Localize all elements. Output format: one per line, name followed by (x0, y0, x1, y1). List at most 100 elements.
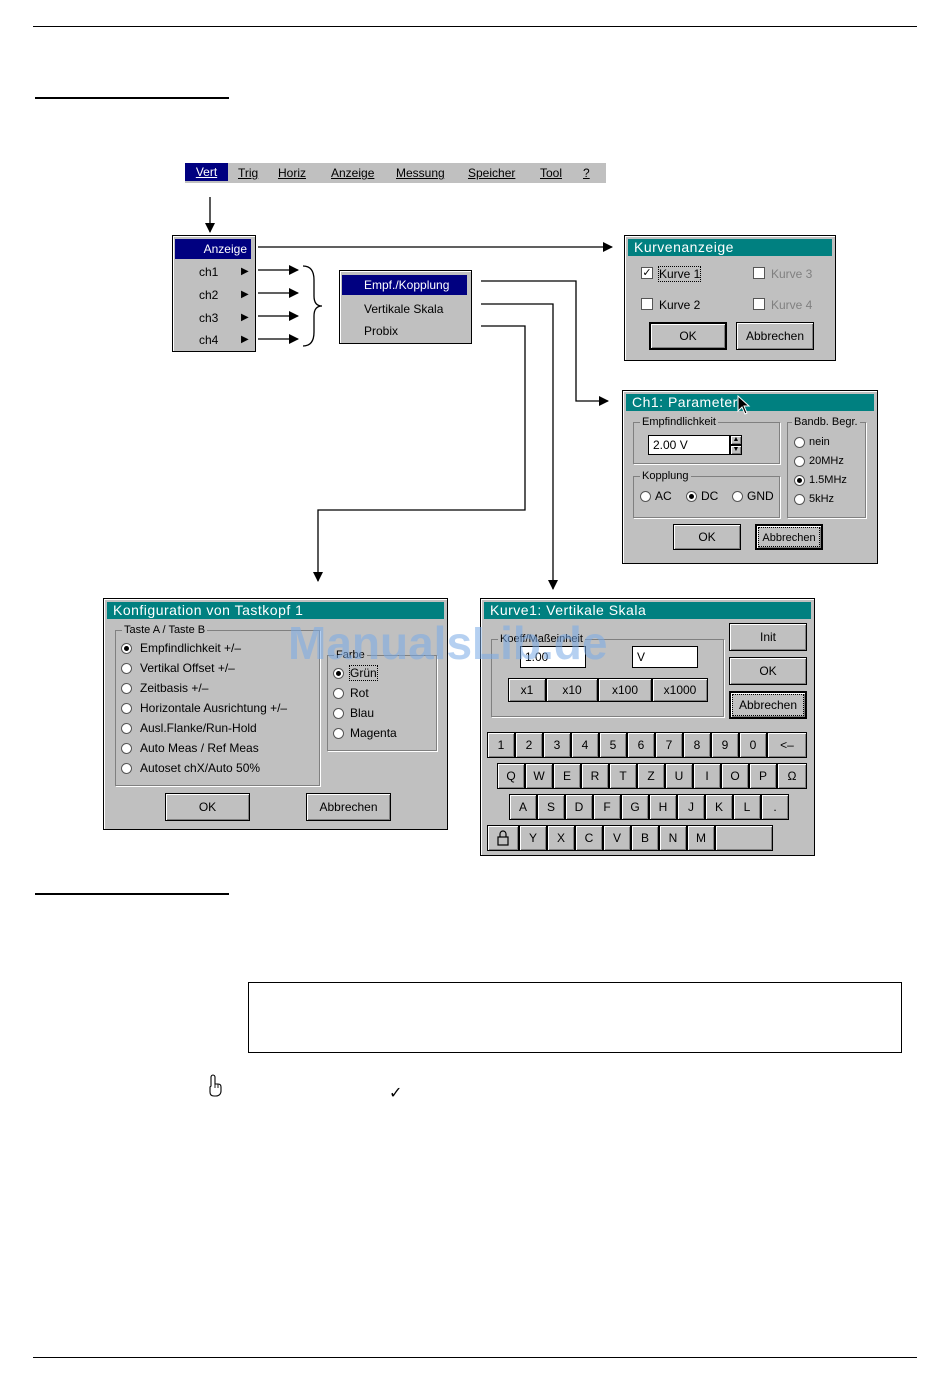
color-blau-radio[interactable] (333, 708, 344, 719)
spin-down-button[interactable]: ▼ (730, 445, 742, 455)
key[interactable]: T (609, 763, 637, 789)
key[interactable]: 3 (543, 732, 571, 758)
cancel-button[interactable]: Abbrechen (306, 793, 391, 821)
multiplier-x1-button[interactable]: x1 (508, 678, 546, 702)
menu-help[interactable]: ? (583, 166, 590, 180)
key[interactable]: 1 (487, 732, 515, 758)
spin-up-button[interactable]: ▲ (730, 435, 742, 445)
key[interactable]: X (547, 825, 575, 851)
coefficient-field[interactable]: 1.00 (520, 646, 586, 668)
menu-trig[interactable]: Trig (238, 166, 259, 180)
key[interactable]: L (733, 794, 761, 820)
bw-nein-radio[interactable] (794, 437, 805, 448)
key[interactable]: 9 (711, 732, 739, 758)
submenu-vertikale-skala[interactable]: Vertikale Skala (364, 302, 444, 316)
kurve-4-label: Kurve 4 (771, 298, 813, 312)
key[interactable]: J (677, 794, 705, 820)
vert-item-anzeige[interactable]: Anzeige (175, 239, 251, 259)
key[interactable]: 2 (515, 732, 543, 758)
key[interactable]: A (509, 794, 537, 820)
submenu-empf-kopplung[interactable]: Empf./Kopplung (342, 275, 467, 295)
key[interactable]: E (553, 763, 581, 789)
key[interactable]: B (631, 825, 659, 851)
sensitivity-field[interactable]: 2.00 V (648, 435, 730, 455)
key[interactable]: U (665, 763, 693, 789)
kurve-1-checkbox[interactable]: ✓ (641, 267, 653, 279)
bw-1-5mhz-radio[interactable] (794, 475, 805, 486)
key[interactable]: 7 (655, 732, 683, 758)
bw-5khz-radio[interactable] (794, 494, 805, 505)
unit-field[interactable]: V (632, 646, 698, 668)
option-radio[interactable] (121, 743, 132, 754)
kurve-4-checkbox[interactable] (753, 298, 765, 310)
option-radio[interactable] (121, 723, 132, 734)
vert-item-ch2[interactable]: ch2 (199, 288, 219, 302)
option-radio[interactable] (121, 763, 132, 774)
key[interactable]: 0 (739, 732, 767, 758)
vert-item-ch4[interactable]: ch4 (199, 333, 219, 347)
key[interactable]: Y (519, 825, 547, 851)
color-gruen-radio[interactable] (333, 668, 344, 679)
menu-horiz[interactable]: Horiz (278, 166, 307, 180)
multiplier-x100-button[interactable]: x100 (598, 678, 652, 702)
key[interactable]: N (659, 825, 687, 851)
key[interactable]: R (581, 763, 609, 789)
option-radio[interactable] (121, 643, 132, 654)
key[interactable]: C (575, 825, 603, 851)
key[interactable]: 5 (599, 732, 627, 758)
option-radio[interactable] (121, 663, 132, 674)
key[interactable]: Z (637, 763, 665, 789)
coupling-gnd-radio[interactable] (732, 491, 743, 502)
key[interactable]: H (649, 794, 677, 820)
option-radio[interactable] (121, 683, 132, 694)
cancel-button[interactable]: Abbrechen (736, 322, 814, 350)
key[interactable]: S (537, 794, 565, 820)
option-radio[interactable] (121, 703, 132, 714)
menu-tool[interactable]: Tool (540, 166, 563, 180)
ok-button[interactable]: OK (673, 524, 741, 550)
init-button[interactable]: Init (729, 623, 807, 651)
space-key[interactable] (715, 825, 773, 851)
key[interactable]: O (721, 763, 749, 789)
key[interactable]: F (593, 794, 621, 820)
coupling-ac-radio[interactable] (640, 491, 651, 502)
key[interactable]: P (749, 763, 777, 789)
kurve-3-checkbox[interactable] (753, 267, 765, 279)
key[interactable]: Ω (777, 763, 807, 789)
bw-20mhz-radio[interactable] (794, 456, 805, 467)
color-magenta-radio[interactable] (333, 728, 344, 739)
caps-lock-key[interactable] (487, 825, 519, 851)
key[interactable]: K (705, 794, 733, 820)
key[interactable]: V (603, 825, 631, 851)
kurve-2-checkbox[interactable] (641, 298, 653, 310)
menu-speicher[interactable]: Speicher (468, 166, 516, 180)
key[interactable]: 4 (571, 732, 599, 758)
menu-vert[interactable]: Vert (185, 163, 228, 181)
menu-messung[interactable]: Messung (396, 166, 445, 180)
cancel-button[interactable]: Abbrechen (729, 691, 807, 719)
vert-item-ch1[interactable]: ch1 (199, 265, 219, 279)
key[interactable]: 6 (627, 732, 655, 758)
color-rot-radio[interactable] (333, 688, 344, 699)
key[interactable]: I (693, 763, 721, 789)
key[interactable]: Q (497, 763, 525, 789)
menu-anzeige[interactable]: Anzeige (331, 166, 375, 180)
key[interactable]: M (687, 825, 715, 851)
multiplier-x1000-button[interactable]: x1000 (652, 678, 708, 702)
ok-button[interactable]: OK (649, 322, 727, 350)
key[interactable]: G (621, 794, 649, 820)
cancel-button[interactable]: Abbrechen (755, 524, 823, 550)
key[interactable]: 8 (683, 732, 711, 758)
key[interactable]: . (761, 794, 789, 820)
vert-item-ch3[interactable]: ch3 (199, 311, 219, 325)
coupling-dc-radio[interactable] (686, 491, 697, 502)
ok-button[interactable]: OK (729, 657, 807, 685)
ok-button[interactable]: OK (165, 793, 250, 821)
backspace-key[interactable]: <– (767, 732, 807, 758)
multiplier-x10-button[interactable]: x10 (546, 678, 598, 702)
submenu-probix[interactable]: Probix (364, 324, 399, 338)
key[interactable]: D (565, 794, 593, 820)
cancel-label: Abbrechen (738, 698, 798, 712)
key[interactable]: W (525, 763, 553, 789)
